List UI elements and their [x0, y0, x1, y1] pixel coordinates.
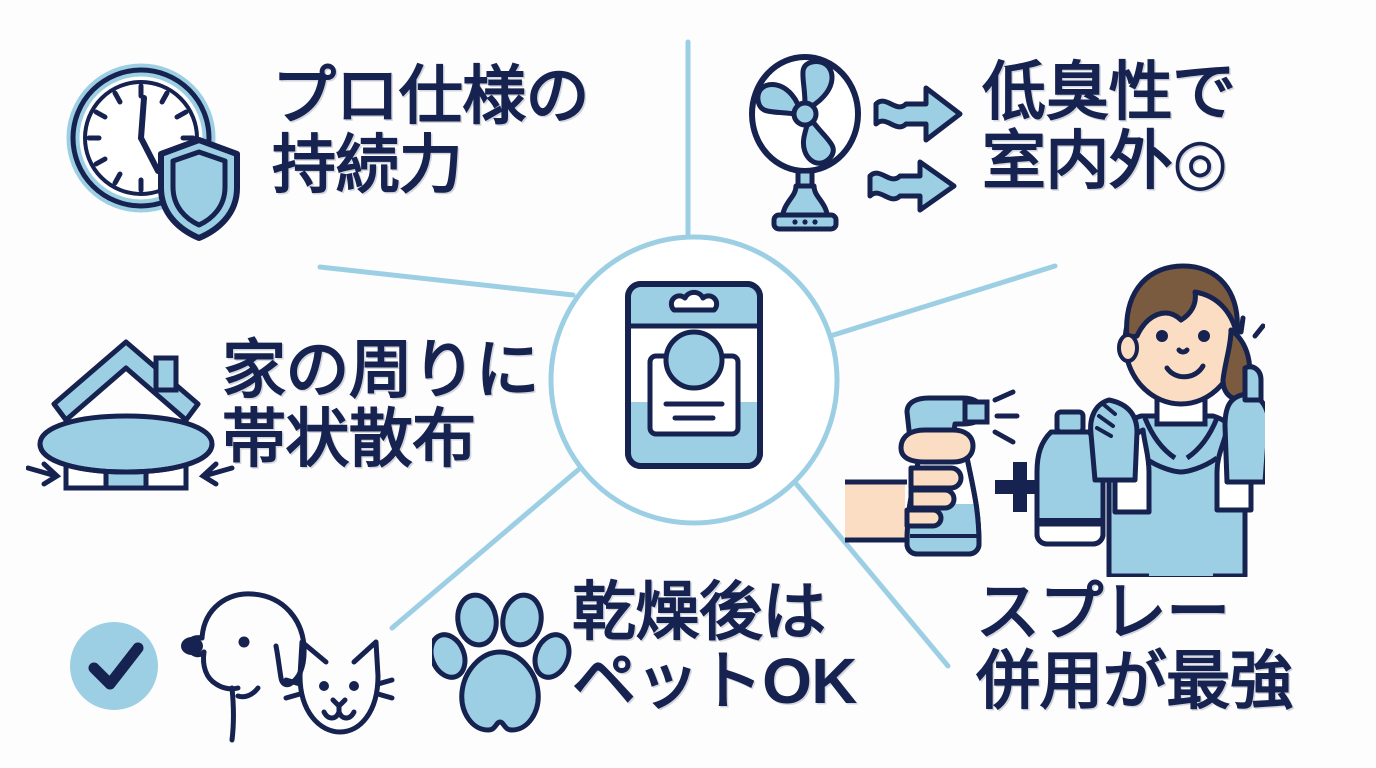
- dog-eye: [238, 636, 250, 648]
- feature-label-perimeter: 家の周りに 帯状散布: [222, 334, 539, 476]
- check-pets-icon: [62, 580, 422, 755]
- plus-sign-icon: [995, 462, 1045, 512]
- paw-print-icon: [428, 590, 572, 745]
- clock-shield-icon: [58, 58, 263, 243]
- feature-label-low-odor: 低臭性で 室内外◎: [982, 56, 1236, 198]
- spray-bottle-hand-icon: [845, 389, 1020, 557]
- feature-label-durability: プロ仕様の 持続力: [272, 60, 589, 202]
- fan-arrows-icon: [748, 52, 976, 234]
- house-band-icon: [25, 328, 236, 514]
- airflow-arrow-lower: [867, 159, 957, 213]
- refill-bottle-icon: [1034, 409, 1106, 547]
- product-package-icon: [546, 232, 842, 528]
- cat-eye-right: [349, 681, 359, 691]
- airflow-arrow-upper: [873, 85, 963, 143]
- dog-head-icon: [186, 591, 307, 743]
- person-spray-icon: [845, 252, 1272, 579]
- feature-label-spray-combo: スプレー 併用が最強: [976, 576, 1293, 718]
- dog-nose: [181, 637, 203, 655]
- check-circle-icon: [70, 622, 158, 710]
- feature-label-pet-ok: 乾燥後は ペットOK: [572, 576, 857, 718]
- spoke-up-left: [317, 264, 576, 298]
- cat-eye-left: [319, 681, 329, 691]
- woman-thumbs-up-icon: [1088, 263, 1272, 579]
- cat-head-icon: [283, 639, 395, 735]
